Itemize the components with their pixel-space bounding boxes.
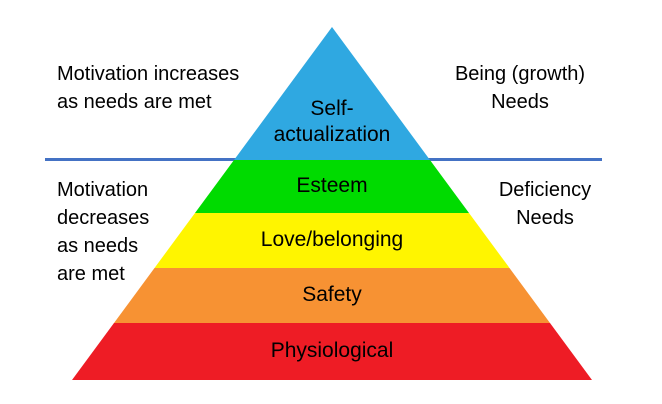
pyramid-level-label-safety: Safety: [302, 283, 362, 307]
annotation-motivation-increases: Motivation increases as needs are met: [57, 63, 240, 113]
annotation-being-growth-needs: Being (growth) Needs: [454, 63, 586, 113]
annotation-deficiency-needs: Deficiency Needs: [498, 179, 592, 229]
pyramid-level-label-love-belonging: Love/belonging: [260, 228, 404, 252]
pyramid-level-physiological: Physiological: [72, 323, 592, 380]
pyramid-level-label-esteem: Esteem: [296, 174, 368, 198]
pyramid-level-label-physiological: Physiological: [270, 339, 394, 363]
pyramid-level-safety: Safety: [72, 268, 592, 323]
pyramid-level-label-self-actualization: Self- actualization: [273, 96, 391, 146]
annotation-motivation-decreases: Motivation decreases as needs are met: [57, 179, 150, 285]
